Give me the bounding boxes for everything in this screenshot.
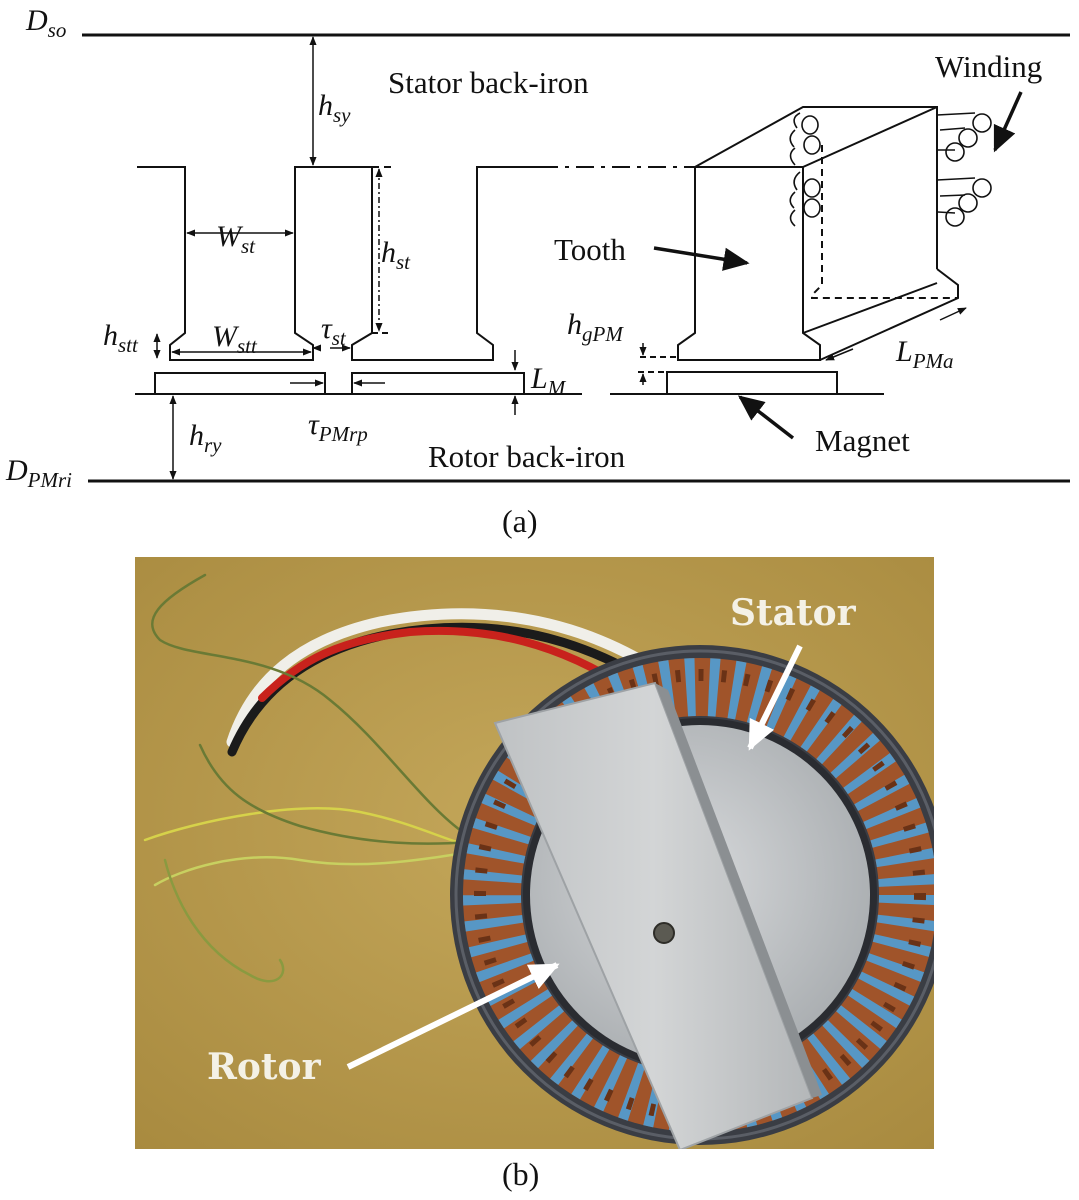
winding-label: Winding <box>935 49 1042 84</box>
winding-leader <box>993 91 1023 153</box>
stator-photo-label: Stator <box>730 592 857 634</box>
l-m-label: LM <box>530 362 567 400</box>
magnet-right <box>666 371 838 395</box>
stator-pointer <box>747 644 803 751</box>
stator-teeth-outline <box>137 166 540 361</box>
rotor-pointer <box>346 962 560 1070</box>
panel-b-caption: (b) <box>502 1156 539 1192</box>
rotor-back-iron-label: Rotor back-iron <box>428 439 626 474</box>
l-pma-arrow-top <box>939 307 967 321</box>
tooth-3d-front <box>677 166 821 361</box>
aluminium-bar-shadow <box>655 683 822 1098</box>
tau-pmrp-label: τPMrp <box>308 408 368 446</box>
tooth-3d-hidden <box>811 145 958 299</box>
panel-b-photo: Stator Rotor <box>135 557 934 1149</box>
d-so-label: Dso <box>25 4 66 42</box>
stator-back-iron-label: Stator back-iron <box>388 65 589 100</box>
magnet-leader <box>737 395 795 440</box>
l-pma-arrow-bot <box>825 348 854 361</box>
tooth-leader <box>653 246 750 271</box>
winding-coils <box>789 112 992 227</box>
h-stt-label: hstt <box>103 319 139 357</box>
h-st-label: hst <box>381 236 411 274</box>
h-gpm-label: hgPM <box>567 308 624 346</box>
panel-a-caption: (a) <box>502 503 538 539</box>
panel-a-labels: Stator back-iron Rotor back-iron Winding… <box>5 4 1042 539</box>
rotor-photo-label: Rotor <box>207 1046 322 1088</box>
w-st-label: Wst <box>216 220 256 258</box>
tau-st-label: τst <box>321 312 347 350</box>
d-pmri-label: DPMri <box>5 454 72 492</box>
h-ry-label: hry <box>189 419 222 457</box>
magnet-label: Magnet <box>815 423 910 458</box>
panel-a-diagram <box>82 33 1070 483</box>
h-sy-label: hsy <box>318 89 351 127</box>
l-pma-label: LPMa <box>895 335 954 373</box>
bar-bolt <box>653 922 675 944</box>
w-stt-label: Wstt <box>212 320 258 358</box>
tooth-3d-tip <box>802 268 959 361</box>
tooth-label: Tooth <box>554 232 626 267</box>
tooth-3d-top <box>694 106 938 269</box>
